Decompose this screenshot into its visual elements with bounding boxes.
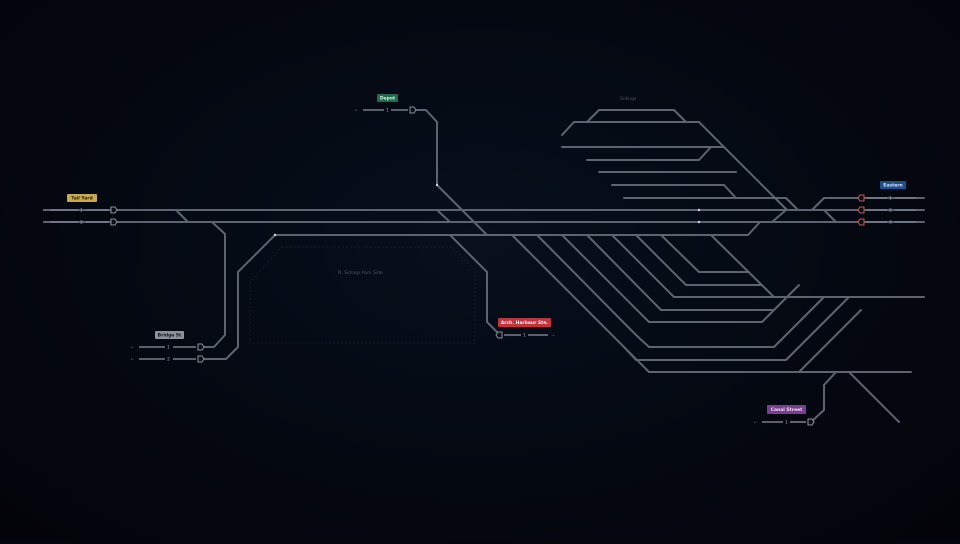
se-fan-8[interactable] bbox=[710, 234, 775, 298]
se-fan-5[interactable] bbox=[611, 234, 925, 298]
depot-boundary bbox=[249, 246, 476, 344]
signal-icon[interactable] bbox=[495, 331, 503, 339]
se-fan-10[interactable] bbox=[798, 309, 862, 373]
se-fan-1[interactable] bbox=[511, 234, 912, 373]
direction-arrow-icon: ⇢ bbox=[551, 333, 555, 338]
signal-icon[interactable] bbox=[857, 206, 865, 214]
station-label: Bridge St bbox=[158, 333, 182, 339]
platform-number: 1 bbox=[785, 420, 788, 426]
se-branch-canal[interactable] bbox=[810, 371, 837, 423]
direction-arrow-icon: ⇠ bbox=[355, 108, 358, 113]
signal-icon[interactable] bbox=[409, 106, 417, 114]
yard-track-4[interactable] bbox=[586, 146, 712, 161]
platform-number: 1 bbox=[889, 196, 892, 202]
yard-track-2[interactable] bbox=[561, 121, 776, 199]
signal-icon[interactable] bbox=[110, 218, 118, 226]
se-fan-2[interactable] bbox=[536, 234, 825, 348]
junction-node bbox=[435, 183, 439, 187]
junction-node bbox=[697, 220, 701, 224]
platform-number: 2 bbox=[167, 357, 170, 363]
sw-branch-1[interactable] bbox=[199, 221, 226, 348]
yard-area-label: Sidings bbox=[620, 96, 637, 102]
yard-track-1[interactable] bbox=[586, 109, 687, 123]
station-label: Eastern bbox=[883, 183, 902, 189]
east-crossover[interactable] bbox=[823, 209, 837, 223]
se-fan-4[interactable] bbox=[586, 234, 800, 311]
station-badge-canal-street[interactable]: Canal Street bbox=[767, 405, 806, 414]
se-fan-9[interactable] bbox=[623, 296, 850, 361]
se-fan-7[interactable] bbox=[660, 234, 750, 273]
harbour-branch[interactable] bbox=[449, 234, 501, 336]
yard-track-6[interactable] bbox=[611, 184, 737, 199]
junction-node bbox=[273, 233, 277, 237]
crossover-center[interactable] bbox=[436, 209, 451, 223]
signal-icon[interactable] bbox=[197, 343, 205, 351]
yard-track-7[interactable] bbox=[623, 197, 799, 211]
platform-number: 1 bbox=[523, 333, 526, 339]
junction-node bbox=[697, 208, 701, 212]
yard-connector[interactable] bbox=[771, 197, 788, 223]
station-label: Canal Street bbox=[771, 407, 803, 413]
station-label: Tail Yard bbox=[71, 196, 93, 202]
station-label: Arch. Harbour Stn. bbox=[501, 320, 549, 326]
north-branch[interactable] bbox=[411, 109, 487, 235]
signal-icon[interactable] bbox=[857, 194, 865, 202]
station-badge-arch-harbour[interactable]: Arch. Harbour Stn. bbox=[498, 318, 551, 327]
direction-arrow-icon: ⇠ bbox=[131, 357, 134, 362]
signal-icon[interactable] bbox=[110, 206, 118, 214]
signal-icon[interactable] bbox=[807, 418, 815, 426]
signal-icon[interactable] bbox=[857, 218, 865, 226]
platform-number: 2 bbox=[889, 208, 892, 214]
east-platform-approach[interactable] bbox=[811, 197, 925, 211]
se-fan-3[interactable] bbox=[561, 234, 775, 323]
signal-icon[interactable] bbox=[197, 355, 205, 363]
platform-number: 2 bbox=[80, 220, 83, 226]
station-badge-tail-yard[interactable]: Tail Yard bbox=[67, 194, 97, 202]
platform-number: 1 bbox=[80, 208, 83, 214]
se-branch-stub[interactable] bbox=[848, 371, 900, 423]
crossover-west[interactable] bbox=[175, 209, 189, 223]
station-badge-eastern[interactable]: Eastern bbox=[880, 181, 906, 189]
station-badge-depot[interactable]: Depot bbox=[377, 94, 398, 102]
direction-arrow-icon: ⇠ bbox=[43, 220, 46, 225]
platform-number: 3 bbox=[889, 220, 892, 226]
depot-area-label: N. Sidings Park Side bbox=[338, 270, 383, 276]
se-fan-6[interactable] bbox=[635, 234, 762, 286]
station-label: Depot bbox=[380, 96, 396, 102]
platform-number: 1 bbox=[167, 345, 170, 351]
direction-arrow-icon: ⇠ bbox=[43, 208, 46, 213]
station-badge-bridge-st[interactable]: Bridge St bbox=[155, 331, 184, 339]
direction-arrow-icon: ⇠ bbox=[131, 345, 134, 350]
direction-arrow-icon: ⇠ bbox=[754, 420, 757, 425]
sw-branch-2[interactable] bbox=[199, 221, 761, 360]
platform-number: 1 bbox=[386, 108, 389, 114]
